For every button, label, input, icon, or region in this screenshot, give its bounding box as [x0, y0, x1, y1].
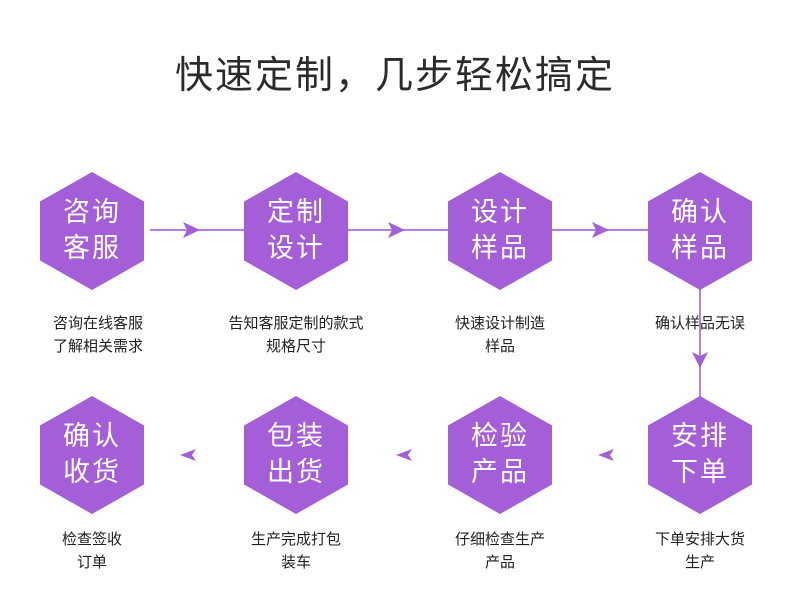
desc-line: 样品: [484, 337, 515, 355]
desc-line: 检查签收: [61, 530, 122, 548]
arrow-right-icon: [388, 222, 405, 238]
desc-line: 确认样品无误: [654, 314, 745, 332]
step-label-line2: 出货: [267, 457, 325, 488]
desc-line: 产品: [484, 553, 515, 571]
step-desc-inspect: 仔细检查生产 产品: [410, 528, 590, 574]
step-desc-consult: 咨询在线客服 了解相关需求: [8, 312, 188, 358]
step-label-line1: 检验: [471, 421, 529, 452]
step-desc-confirm-receipt: 检查签收 订单: [2, 528, 182, 574]
arrow-down-icon: [692, 352, 708, 368]
arrow-left-icon: [180, 449, 196, 461]
page-title: 快速定制，几步轻松搞定: [174, 53, 615, 97]
desc-line: 生产: [684, 553, 715, 571]
step-desc-design-sample: 快速设计制造 样品: [410, 312, 590, 358]
step-desc-confirm-sample: 确认样品无误: [610, 312, 790, 335]
step-label-line1: 设计: [471, 197, 529, 228]
arrow-right-icon: [183, 222, 200, 238]
step-desc-custom-design: 告知客服定制的款式 规格尺寸: [206, 312, 386, 358]
desc-line: 告知客服定制的款式: [228, 314, 364, 332]
step-label-line2: 产品: [471, 457, 529, 488]
step-label-line1: 确认: [63, 421, 121, 452]
step-label-line2: 样品: [471, 233, 529, 264]
arrow-left-icon: [598, 449, 614, 461]
desc-line: 咨询在线客服: [52, 314, 143, 332]
desc-line: 规格尺寸: [265, 337, 326, 355]
step-label-line1: 确认: [671, 197, 729, 228]
step-label-line1: 包装: [267, 421, 325, 452]
desc-line: 装车: [280, 553, 311, 571]
step-label-line2: 样品: [671, 233, 729, 264]
step-label-line2: 客服: [63, 233, 121, 264]
desc-line: 了解相关需求: [52, 337, 143, 355]
step-label-line2: 设计: [267, 233, 325, 264]
arrow-left-icon: [396, 449, 412, 461]
desc-line: 仔细检查生产: [454, 530, 545, 548]
desc-line: 快速设计制造: [454, 314, 545, 332]
step-label-line1: 咨询: [63, 197, 121, 228]
step-label-line1: 安排: [671, 421, 729, 452]
step-desc-place-order: 下单安排大货 生产: [610, 528, 790, 574]
arrow-right-icon: [592, 222, 609, 238]
step-desc-pack-ship: 生产完成打包 装车: [206, 528, 386, 574]
desc-line: 生产完成打包: [250, 530, 341, 548]
desc-line: 订单: [76, 553, 107, 571]
step-label-line2: 下单: [671, 457, 729, 488]
step-label-line1: 定制: [267, 197, 325, 228]
step-label-line2: 收货: [63, 457, 121, 488]
desc-line: 下单安排大货: [654, 530, 745, 548]
